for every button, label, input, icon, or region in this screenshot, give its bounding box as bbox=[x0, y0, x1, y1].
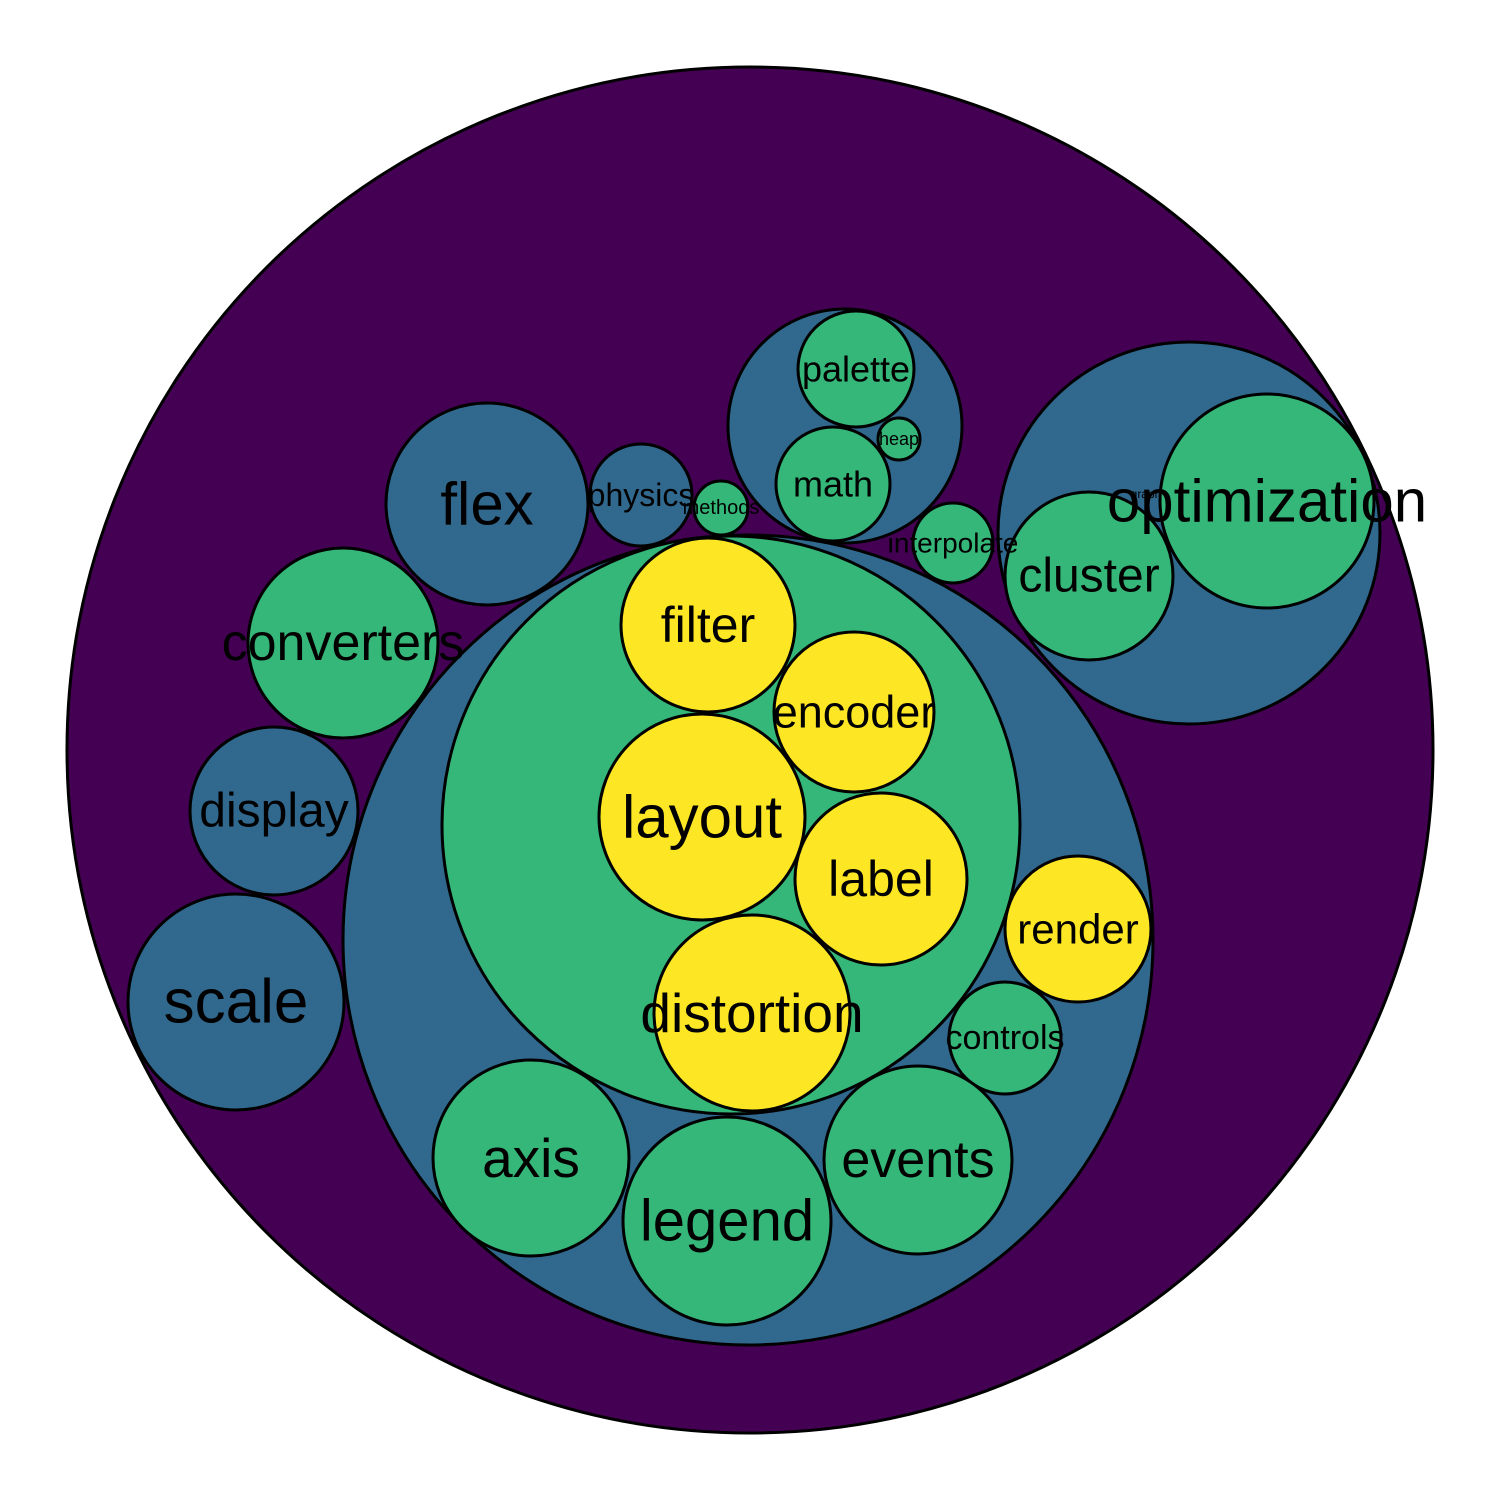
circle-converters[interactable] bbox=[246, 546, 440, 740]
circle-scale[interactable] bbox=[126, 892, 346, 1112]
circle-layout[interactable] bbox=[597, 712, 807, 922]
circle-events[interactable] bbox=[822, 1064, 1014, 1256]
label-controls: controls bbox=[945, 1019, 1064, 1057]
circle-interpolate[interactable] bbox=[911, 501, 995, 585]
circle-distortion[interactable] bbox=[652, 913, 852, 1113]
label-filter: filter bbox=[661, 597, 755, 653]
circle-legend[interactable] bbox=[621, 1115, 833, 1327]
circle-optimization[interactable] bbox=[1158, 392, 1376, 610]
circle-math[interactable] bbox=[774, 425, 892, 543]
circle-physics[interactable] bbox=[588, 442, 694, 548]
label-methods: methods bbox=[683, 497, 760, 519]
circle-heap[interactable] bbox=[876, 416, 922, 462]
label-scale: scale bbox=[164, 968, 309, 1037]
circle-layer bbox=[65, 65, 1435, 1435]
label-physics: physics bbox=[588, 477, 695, 513]
circle-palette[interactable] bbox=[796, 309, 916, 429]
circle-flex[interactable] bbox=[384, 401, 590, 607]
circle-encoder[interactable] bbox=[772, 630, 936, 794]
circle-controls[interactable] bbox=[947, 980, 1063, 1096]
label-axis: axis bbox=[482, 1127, 580, 1189]
label-optimization: optimization bbox=[1107, 468, 1427, 535]
label-cluster: cluster bbox=[1018, 550, 1159, 603]
label-distortion: distortion bbox=[640, 982, 863, 1044]
label-encoder: encoder bbox=[773, 687, 936, 738]
label-label: label bbox=[828, 851, 934, 907]
label-palette: palette bbox=[802, 349, 910, 390]
label-graph: graph bbox=[1131, 487, 1162, 501]
circle-label[interactable] bbox=[793, 791, 969, 967]
circle-display[interactable] bbox=[188, 725, 360, 897]
circle-filter[interactable] bbox=[619, 536, 797, 714]
label-flex: flex bbox=[440, 471, 533, 538]
label-math: math bbox=[793, 464, 873, 505]
circle-cluster[interactable] bbox=[1003, 490, 1175, 662]
label-interpolate: interpolate bbox=[888, 528, 1019, 559]
label-display: display bbox=[199, 785, 348, 838]
label-legend: legend bbox=[640, 1189, 814, 1254]
circle-axis[interactable] bbox=[431, 1058, 631, 1258]
label-layout: layout bbox=[622, 784, 782, 851]
label-layer: flex physics display scale controls axis legen… bbox=[164, 349, 1427, 1254]
circle-render[interactable] bbox=[1003, 854, 1153, 1004]
label-converters: converters bbox=[222, 614, 465, 672]
label-render: render bbox=[1017, 906, 1138, 953]
label-heap: heap bbox=[879, 429, 919, 449]
label-events: events bbox=[841, 1131, 994, 1189]
circle-methods[interactable] bbox=[692, 479, 750, 537]
